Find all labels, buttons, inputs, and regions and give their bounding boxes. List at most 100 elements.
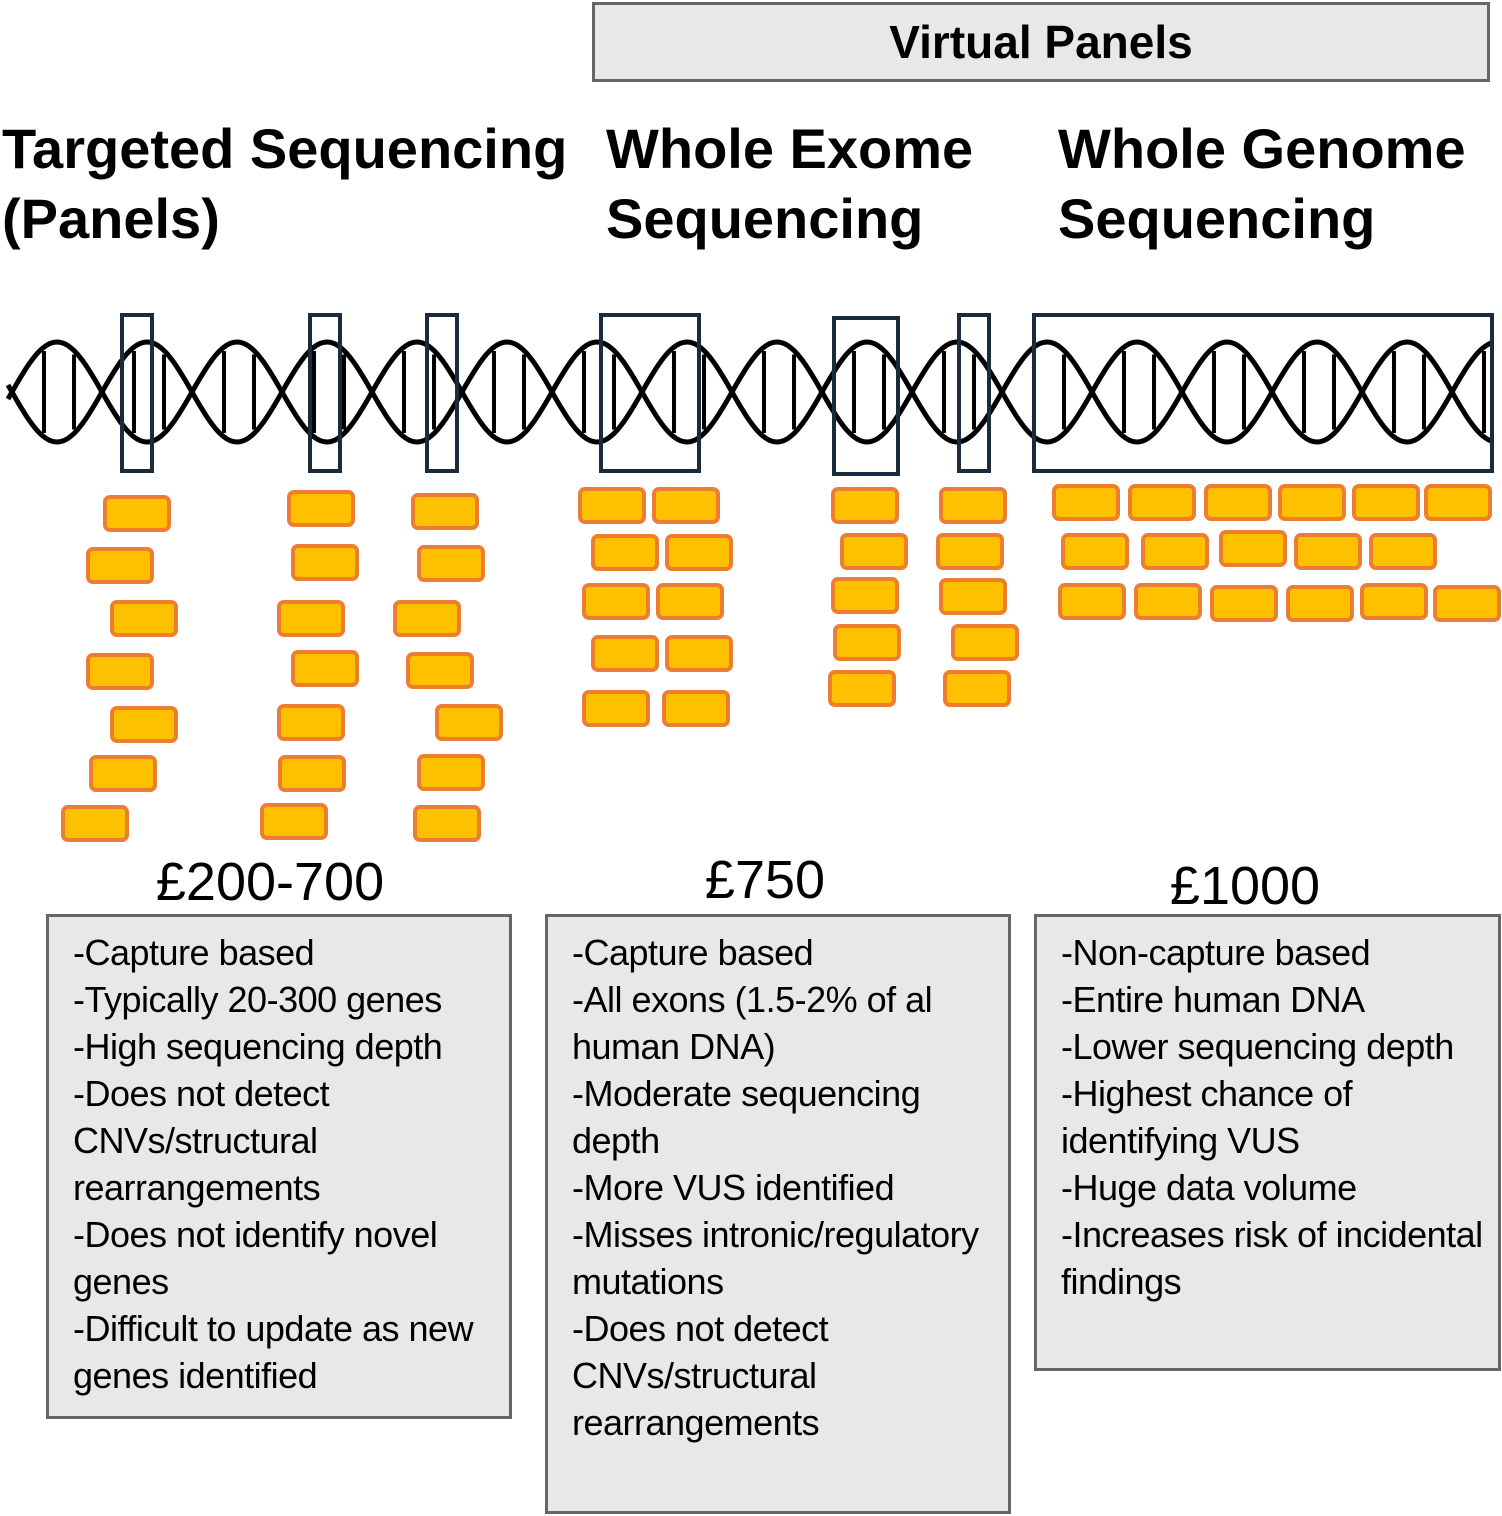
- genome-point: -Increases risk of incidental findings: [1061, 1214, 1483, 1302]
- sequencing-read: [1128, 484, 1196, 521]
- sequencing-read: [1433, 585, 1501, 622]
- sequencing-read: [1141, 533, 1209, 570]
- exome-point: -Misses intronic/regulatory mutations: [572, 1214, 979, 1302]
- sequencing-read: [1424, 484, 1492, 521]
- sequencing-read: [1278, 484, 1346, 521]
- target-region-box: [425, 313, 459, 473]
- exome-point: -More VUS identified: [572, 1167, 895, 1208]
- exome-point: -Capture based: [572, 932, 814, 973]
- targeted-sequencing-heading: Targeted Sequencing (Panels): [2, 117, 568, 250]
- sequencing-read: [665, 635, 733, 672]
- exome-point: -Does not detect CNVs/structural rearran…: [572, 1308, 829, 1443]
- genome-point: -Highest chance of identifying VUS: [1061, 1073, 1353, 1161]
- sequencing-read: [1219, 530, 1287, 567]
- targeted-point: -Typically 20-300 genes: [73, 979, 442, 1020]
- target-region-box: [120, 313, 154, 473]
- targeted-point: -Does not detect CNVs/structural rearran…: [73, 1073, 330, 1208]
- exome-price: £750: [704, 850, 826, 910]
- sequencing-read: [110, 706, 178, 743]
- sequencing-read: [393, 600, 461, 637]
- whole-genome-heading: Whole Genome Sequencing: [1058, 117, 1466, 250]
- sequencing-read: [943, 670, 1011, 707]
- sequencing-read: [291, 544, 359, 581]
- genome-point: -Huge data volume: [1061, 1167, 1357, 1208]
- genome-point: -Lower sequencing depth: [1061, 1026, 1454, 1067]
- sequencing-read: [1360, 583, 1428, 620]
- sequencing-read: [591, 534, 659, 571]
- sequencing-read: [1294, 533, 1362, 570]
- genome-point: -Entire human DNA: [1061, 979, 1365, 1020]
- sequencing-read: [89, 755, 157, 792]
- sequencing-read: [406, 652, 474, 689]
- sequencing-read: [840, 533, 908, 570]
- targeted-info-box: -Capture based -Typically 20-300 genes -…: [46, 914, 512, 1419]
- sequencing-read: [591, 635, 659, 672]
- sequencing-read: [656, 583, 724, 620]
- sequencing-read: [582, 690, 650, 727]
- sequencing-read: [833, 624, 901, 661]
- sequencing-read: [417, 545, 485, 582]
- dna-base-pairs: [42, 351, 1486, 433]
- sequencing-reads: [61, 484, 1501, 842]
- sequencing-read: [939, 487, 1007, 524]
- sequencing-read: [413, 805, 481, 842]
- sequencing-read: [662, 690, 730, 727]
- sequencing-read: [936, 533, 1004, 570]
- sequencing-read: [1061, 533, 1129, 570]
- target-region-box: [599, 313, 701, 473]
- sequencing-read: [831, 577, 899, 614]
- sequencing-read: [103, 495, 171, 532]
- dna-strand-a: [5, 339, 1494, 445]
- dna-strand-b: [5, 339, 1494, 445]
- sequencing-read: [1052, 484, 1120, 521]
- target-region-box: [1032, 313, 1494, 473]
- sequencing-read: [939, 578, 1007, 615]
- sequencing-read: [1134, 583, 1202, 620]
- targeted-price: £200-700: [155, 852, 385, 912]
- sequencing-read: [1210, 585, 1278, 622]
- whole-exome-heading: Whole Exome Sequencing: [606, 117, 974, 250]
- targeted-point: -Does not identify novel genes: [73, 1214, 438, 1302]
- sequencing-read: [1204, 484, 1272, 521]
- sequencing-read: [291, 650, 359, 687]
- sequencing-read: [86, 547, 154, 584]
- sequencing-read: [578, 487, 646, 524]
- sequencing-read: [582, 583, 650, 620]
- sequencing-read: [278, 755, 346, 792]
- genome-point: -Non-capture based: [1061, 932, 1371, 973]
- sequencing-read: [417, 754, 485, 791]
- sequencing-read: [831, 487, 899, 524]
- targeted-point: -Capture based: [73, 932, 315, 973]
- virtual-panels-banner: Virtual Panels: [592, 2, 1490, 82]
- target-region-box: [832, 316, 900, 476]
- sequencing-read: [435, 704, 503, 741]
- sequencing-read: [1352, 484, 1420, 521]
- target-region-box: [308, 313, 342, 473]
- sequencing-read: [828, 670, 896, 707]
- dna-sequencing-diagram: [5, 313, 1501, 842]
- sequencing-read: [61, 805, 129, 842]
- sequencing-read: [260, 803, 328, 840]
- sequencing-read: [277, 704, 345, 741]
- exome-info-box: -Capture based -All exons (1.5-2% of al …: [545, 914, 1011, 1514]
- virtual-panels-label: Virtual Panels: [889, 16, 1193, 68]
- targeted-point: -Difficult to update as new genes identi…: [73, 1308, 474, 1396]
- sequencing-read: [110, 600, 178, 637]
- sequencing-read: [652, 487, 720, 524]
- genome-price: £1000: [1169, 856, 1321, 916]
- target-regions: [120, 313, 1494, 476]
- sequencing-read: [1369, 533, 1437, 570]
- sequencing-read: [277, 600, 345, 637]
- sequencing-read: [665, 534, 733, 571]
- targeted-point: -High sequencing depth: [73, 1026, 443, 1067]
- genome-info-box: -Non-capture based -Entire human DNA -Lo…: [1034, 914, 1501, 1371]
- sequencing-read: [411, 493, 479, 530]
- sequencing-read: [1058, 583, 1126, 620]
- exome-point: -All exons (1.5-2% of al human DNA): [572, 979, 933, 1067]
- exome-point: -Moderate sequencing depth: [572, 1073, 921, 1161]
- target-region-box: [957, 313, 991, 473]
- sequencing-read: [86, 653, 154, 690]
- sequencing-read: [951, 624, 1019, 661]
- sequencing-read: [1286, 585, 1354, 622]
- sequencing-read: [287, 490, 355, 527]
